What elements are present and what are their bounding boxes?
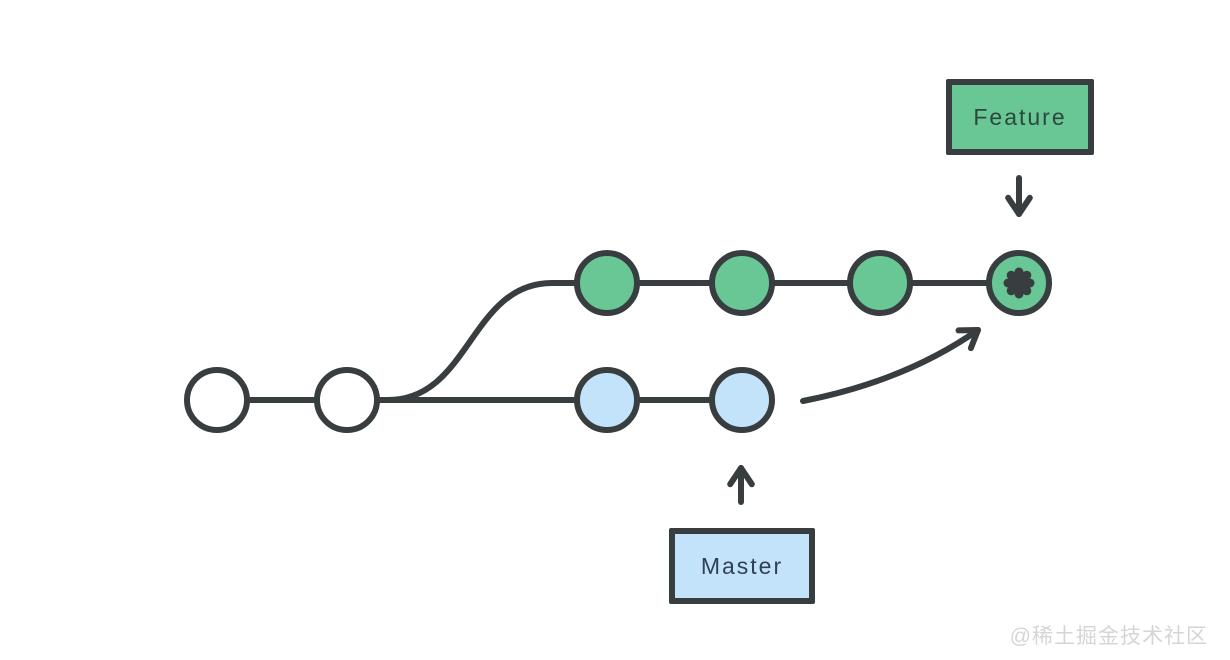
feature-commit-node-2 xyxy=(709,250,775,316)
feature-commit-node-1 xyxy=(574,250,640,316)
master-commit-node-2 xyxy=(709,367,775,433)
feature-branch-label: Feature xyxy=(946,79,1094,155)
feature-branch-line xyxy=(387,280,1019,403)
shared-commit-node-2 xyxy=(314,367,380,433)
feature-label-text: Feature xyxy=(973,103,1067,130)
master-commit-node-1 xyxy=(574,367,640,433)
watermark: @稀土掘金技术社区 xyxy=(1009,625,1208,648)
feature-head-commit-node xyxy=(986,250,1052,316)
master-branch-label: Master xyxy=(669,528,815,604)
merge-arrow xyxy=(800,327,981,404)
asterisk-icon xyxy=(1003,267,1035,299)
feature-commit-node-3 xyxy=(847,250,913,316)
shared-commit-node-1 xyxy=(184,367,250,433)
master-label-text: Master xyxy=(700,552,784,579)
